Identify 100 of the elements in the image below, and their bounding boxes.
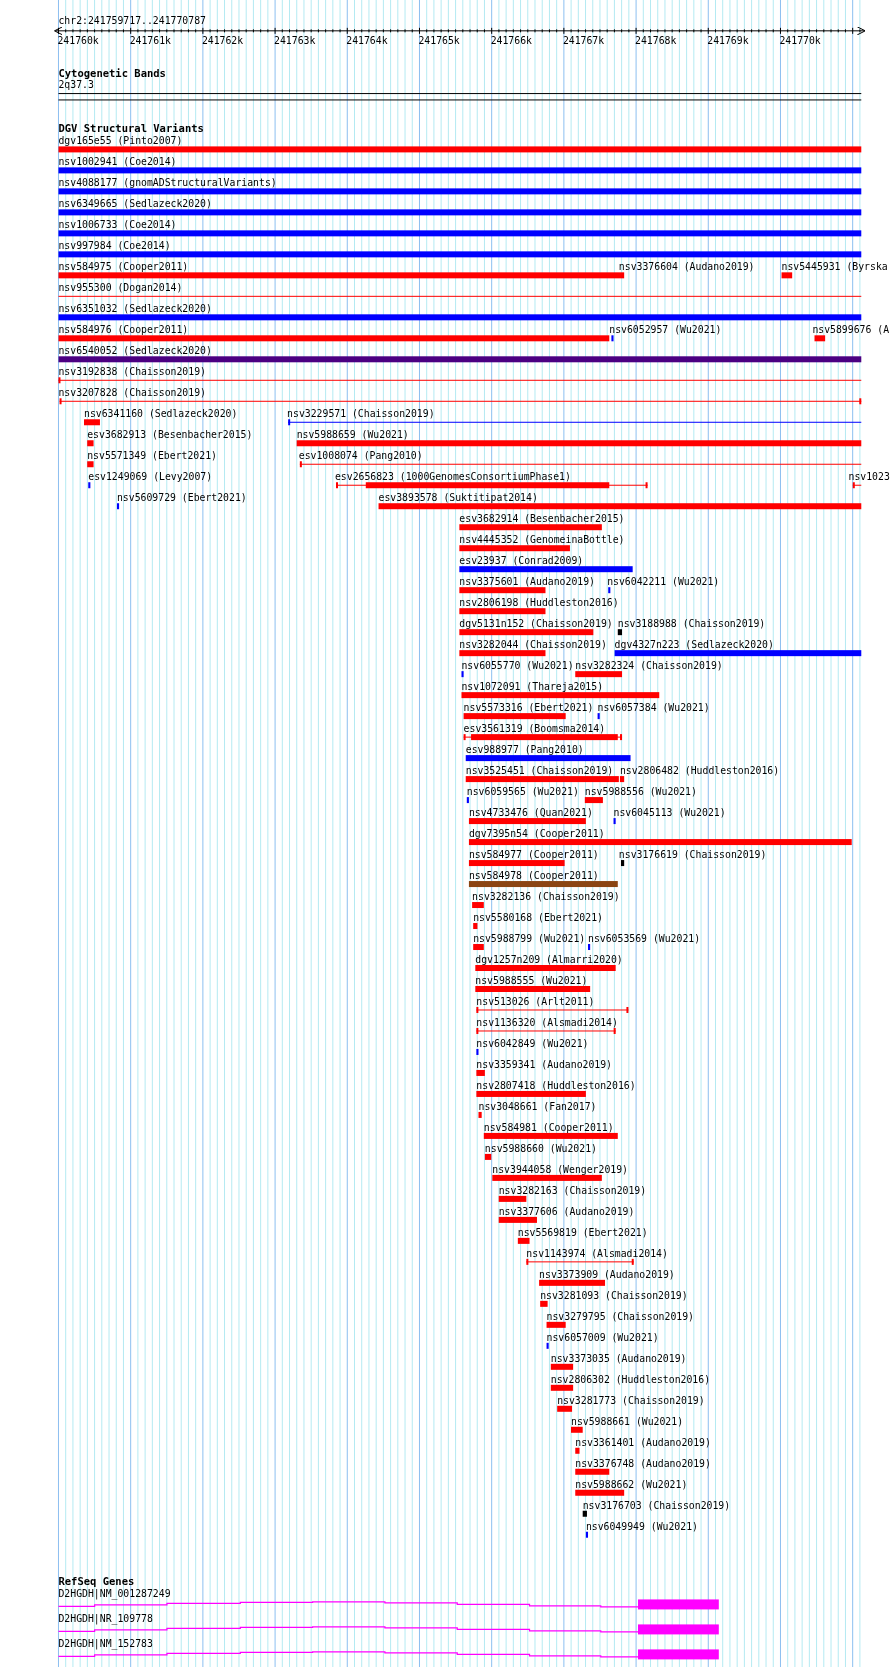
feature-label: nsv3048661 (Fan2017) xyxy=(478,1100,597,1113)
feature-label: nsv2806482 (Huddleston2016) xyxy=(619,765,780,778)
tick-label: 241761k xyxy=(129,35,171,48)
feature-label: esv23937 (Conrad2009) xyxy=(459,555,584,568)
tick-label: 241769k xyxy=(707,35,749,48)
feature-label: nsv1143974 (Alsmadi2014) xyxy=(526,1247,668,1260)
feature-label: nsv3176703 (Chaisson2019) xyxy=(582,1499,731,1512)
gene-label: D2HGDH|NM_152783 xyxy=(58,1637,153,1650)
feature-label: nsv3361401 (Audano2019) xyxy=(575,1436,711,1449)
feature-label: dgv5131n152 (Chaisson2019) xyxy=(459,618,613,631)
feature-label: nsv3281773 (Chaisson2019) xyxy=(557,1394,705,1407)
feature-label: dgv7395n54 (Cooper2011) xyxy=(468,828,605,841)
feature-label: nsv1023 xyxy=(848,471,890,484)
feature-label: nsv584977 (Cooper2011) xyxy=(468,849,599,862)
feature-label: nsv6052957 (Wu2021) xyxy=(609,324,722,337)
feature-label: nsv513026 (Arlt2011) xyxy=(476,996,595,1008)
feature-label: nsv3373035 (Audano2019) xyxy=(550,1352,687,1365)
feature-label: nsv5569819 (Ebert2021) xyxy=(517,1226,648,1239)
tick-label: 241764k xyxy=(346,35,388,48)
feature-label: nsv6042849 (Wu2021) xyxy=(476,1038,589,1050)
feature-label: nsv4088177 (gnomADStructuralVariants) xyxy=(58,177,277,190)
feature-label: nsv3373909 (Audano2019) xyxy=(539,1268,675,1281)
feature-label: nsv2806198 (Huddleston2016) xyxy=(459,597,619,610)
feature-label: nsv6540052 (Sedlazeck2020) xyxy=(58,345,212,358)
feature-label: nsv3525451 (Chaisson2019) xyxy=(465,765,614,778)
feature-label: nsv3176619 (Chaisson2019) xyxy=(618,849,767,862)
feature-label: nsv3375601 (Audano2019) xyxy=(459,576,595,589)
coordinate-label: chr2:241759717..241770787 xyxy=(58,15,206,28)
tick-label: 241760k xyxy=(57,35,99,48)
feature-label: nsv3188988 (Chaisson2019) xyxy=(617,618,766,631)
feature-label: dgv4327n223 (Sedlazeck2020) xyxy=(614,639,774,652)
feature-label: nsv997984 (Coe2014) xyxy=(58,240,171,253)
feature-label: nsv3282324 (Chaisson2019) xyxy=(575,660,723,673)
feature-label: nsv1072091 (Thareja2015) xyxy=(461,681,604,694)
feature-label: nsv3282136 (Chaisson2019) xyxy=(472,891,620,904)
feature-label: nsv5988660 (Wu2021) xyxy=(484,1142,597,1155)
feature-label: nsv6055770 (Wu2021) xyxy=(461,660,574,673)
tick-label: 241770k xyxy=(779,35,821,48)
tick-label: 241765k xyxy=(418,35,460,48)
feature-label: nsv6057009 (Wu2021) xyxy=(546,1331,659,1344)
feature-label: nsv5988555 (Wu2021) xyxy=(475,975,588,987)
feature-label: nsv3944058 (Wenger2019) xyxy=(492,1163,628,1176)
feature-label: nsv5988556 (Wu2021) xyxy=(584,786,697,799)
tick-label: 241767k xyxy=(562,35,605,48)
track-title: RefSeq Genes xyxy=(58,1575,135,1588)
feature-label: nsv1136320 (Alsmadi2014) xyxy=(476,1017,618,1029)
feature-label: nsv4445352 (GenomeinaBottle) xyxy=(459,534,625,547)
feature-label: esv3682913 (Besenbacher2015) xyxy=(87,429,253,442)
feature-label: nsv6049949 (Wu2021) xyxy=(585,1520,698,1533)
feature-label: nsv5899676 (A xyxy=(812,324,890,337)
feature-label: esv988977 (Pang2010) xyxy=(465,744,584,757)
feature-label: dgv1257n209 (Almarri2020) xyxy=(475,954,623,966)
tick-label: 241762k xyxy=(201,35,244,48)
feature-label: nsv6351032 (Sedlazeck2020) xyxy=(58,303,212,316)
feature-label: nsv3282044 (Chaisson2019) xyxy=(459,639,607,652)
feature-label: nsv3282163 (Chaisson2019) xyxy=(498,1184,647,1197)
feature-label: nsv3377606 (Audano2019) xyxy=(498,1205,635,1218)
feature-label: esv1008074 (Pang2010) xyxy=(298,450,423,463)
feature-label: nsv2806302 (Huddleston2016) xyxy=(550,1373,711,1386)
feature-label: nsv3207828 (Chaisson2019) xyxy=(58,387,206,400)
feature-label: nsv5571349 (Ebert2021) xyxy=(87,450,217,463)
feature-label: nsv6053569 (Wu2021) xyxy=(588,933,701,946)
feature-label: nsv4733476 (Quan2021) xyxy=(468,807,593,820)
feature-label: nsv3281093 (Chaisson2019) xyxy=(540,1289,688,1302)
feature-label: esv2656823 (1000GenomesConsortiumPhase1) xyxy=(334,471,571,484)
feature-label: nsv6349665 (Sedlazeck2020) xyxy=(58,198,212,211)
feature-label: nsv2807418 (Huddleston2016) xyxy=(476,1079,636,1092)
feature-label: nsv3376748 (Audano2019) xyxy=(575,1457,711,1470)
gene-label: D2HGDH|NR_109778 xyxy=(58,1612,153,1625)
feature-label: esv3561319 (Boomsma2014) xyxy=(463,723,606,736)
feature-label: nsv955300 (Dogan2014) xyxy=(58,282,183,295)
feature-label: nsv5988661 (Wu2021) xyxy=(571,1415,684,1428)
feature-label: nsv1002941 (Coe2014) xyxy=(58,156,177,169)
tick-label: 241768k xyxy=(635,35,677,48)
feature-label: nsv3279795 (Chaisson2019) xyxy=(546,1310,694,1323)
feature-label: nsv6059565 (Wu2021) xyxy=(466,786,579,799)
feature-label: nsv3229571 (Chaisson2019) xyxy=(287,408,435,421)
feature-label: nsv584975 (Cooper2011) xyxy=(58,261,189,274)
tick-label: 241766k xyxy=(490,35,532,48)
feature-label: nsv584981 (Cooper2011) xyxy=(483,1121,614,1134)
feature-label: nsv5988662 (Wu2021) xyxy=(575,1478,688,1491)
gene-label: D2HGDH|NM_001287249 xyxy=(58,1587,171,1600)
feature-label: nsv5445931 (Byrska xyxy=(781,261,888,274)
feature-label: esv1249069 (Levy2007) xyxy=(88,471,213,484)
feature-label: nsv5988799 (Wu2021) xyxy=(473,933,586,946)
band-label: 2q37.3 xyxy=(58,79,94,92)
tick-label: 241763k xyxy=(274,35,316,48)
feature-label: nsv584978 (Cooper2011) xyxy=(468,870,599,883)
track-title: DGV Structural Variants xyxy=(58,121,204,134)
feature-label: nsv3376604 (Audano2019) xyxy=(618,261,755,274)
feature-label: nsv584976 (Cooper2011) xyxy=(58,324,189,337)
feature-label: dgv165e55 (Pinto2007) xyxy=(58,135,183,148)
feature-label: nsv5609729 (Ebert2021) xyxy=(116,492,247,505)
feature-label: esv3893578 (Suktitipat2014) xyxy=(378,492,538,505)
feature-label: nsv6042211 (Wu2021) xyxy=(607,576,720,589)
feature-label: nsv3192838 (Chaisson2019) xyxy=(58,366,206,379)
feature-label: nsv5988659 (Wu2021) xyxy=(296,429,409,442)
feature-label: nsv5580168 (Ebert2021) xyxy=(473,912,603,925)
track-title: Cytogenetic Bands xyxy=(58,67,166,80)
feature-label: nsv1006733 (Coe2014) xyxy=(58,219,177,232)
